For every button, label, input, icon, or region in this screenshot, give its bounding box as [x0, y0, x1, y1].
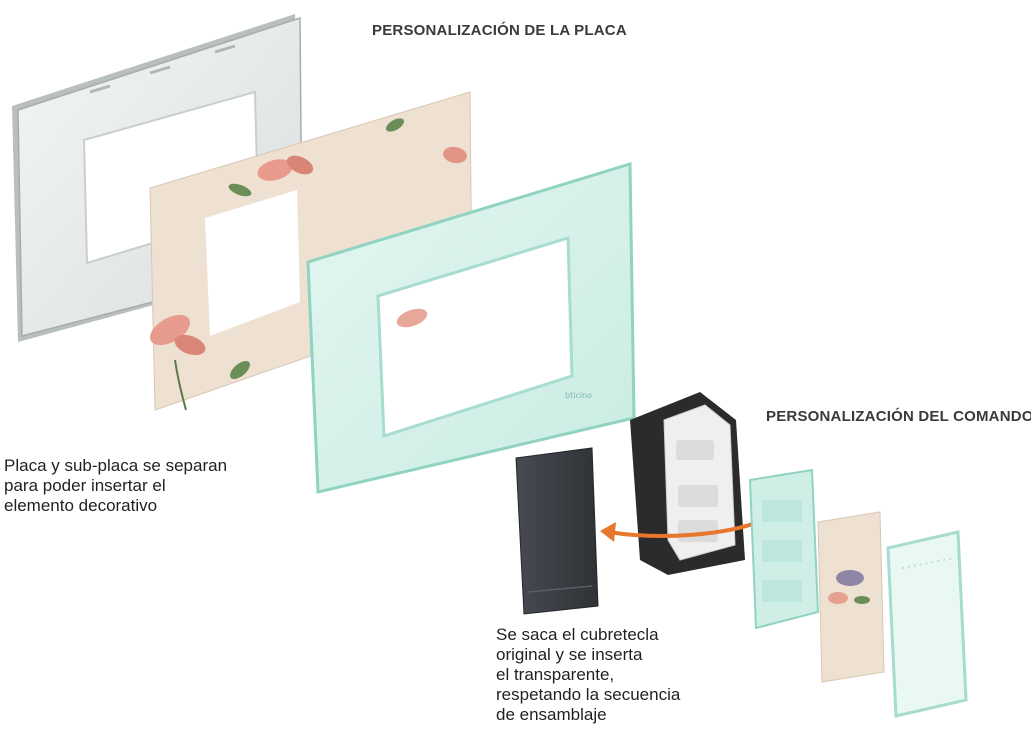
plate-caption-line: para poder insertar el: [4, 476, 166, 495]
original-key-cover: [515, 447, 599, 615]
command-caption-line: respetando la secuencia: [496, 685, 681, 704]
plate-caption-line: elemento decorativo: [4, 496, 158, 515]
command-caption-line: de ensamblaje: [496, 705, 607, 724]
transparent-frame: [748, 468, 820, 630]
switch-mechanism: [630, 392, 745, 575]
command-caption-line: Se saca el cubretecla: [496, 625, 659, 644]
plate-caption: Placa y sub-placa se separan para poder …: [4, 456, 227, 516]
transparent-cover: [886, 530, 968, 718]
command-customization-title: PERSONALIZACIÓN DEL COMANDO: [766, 408, 1031, 425]
floral-subplate: [149, 91, 473, 411]
command-caption-line: original y se inserta: [496, 645, 643, 664]
plate-caption-line: Placa y sub-placa se separan: [4, 456, 228, 475]
brand-mark: bticino: [565, 391, 592, 400]
plate-customization-title: PERSONALIZACIÓN DE LA PLACA: [372, 22, 627, 39]
command-caption-line: el transparente,: [496, 665, 615, 684]
command-caption: Se saca el cubretecla original y se inse…: [496, 625, 680, 725]
glass-plate: bticino: [306, 161, 636, 494]
decorative-insert: [817, 511, 885, 683]
